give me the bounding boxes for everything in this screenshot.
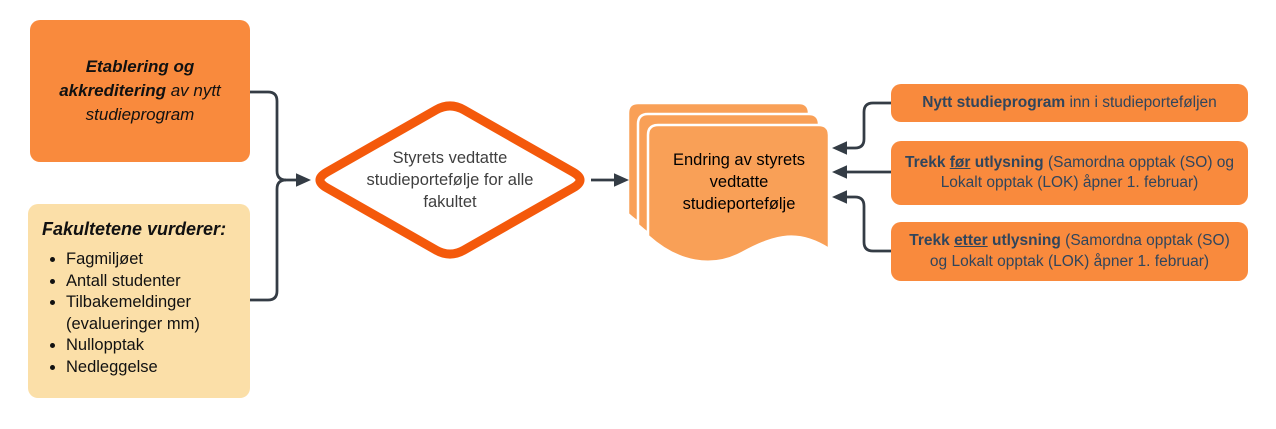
connector-right-box-1-to-document xyxy=(847,101,891,150)
list-item: Nedleggelse xyxy=(66,357,236,379)
label-segment-bold: Nytt studieprogram xyxy=(922,93,1066,111)
connector-top-left-to-diamond xyxy=(250,90,296,182)
connector-right-box-3-to-document xyxy=(847,195,891,253)
label-segment-bold: Etablering og akkreditering xyxy=(59,57,195,100)
label-segment-regular: (Samordna opptak (SO) og Lokalt opptak (… xyxy=(929,232,1230,270)
document-label-text: Endring av styrets vedtatte studieportef… xyxy=(672,151,806,213)
label-segment-regular: (Samordna opptak (SO) og Lokalt opptak (… xyxy=(940,153,1235,192)
decision-diamond-shape xyxy=(315,101,585,259)
node-trekk-etter-utlysning: Trekk etter utlysning (Samordna opptak (… xyxy=(891,222,1248,281)
list-item: Nullopptak xyxy=(66,335,236,357)
document-label: Endring av styrets vedtatte studieportef… xyxy=(664,147,814,217)
node-etablering-akkreditering: Etablering og akkreditering av nytt stud… xyxy=(30,20,250,162)
arrowhead-right-middle xyxy=(832,165,847,179)
fakultetene-heading: Fakultetene vurderer: xyxy=(42,219,227,239)
label-segment-underlined: før xyxy=(949,153,971,171)
arrowhead-right-bottom xyxy=(832,190,847,204)
arrowhead-into-diamond xyxy=(296,173,311,187)
arrowhead-right-top xyxy=(832,141,847,155)
label-segment-bold: utlysning xyxy=(987,232,1061,249)
label-segment-bold: Trekk xyxy=(909,232,955,249)
nytt-studieprogram-label: Nytt studieprogram inn i studieportefølj… xyxy=(922,93,1217,114)
arrowhead-into-document-left xyxy=(614,173,629,187)
diamond-label-text: Styrets vedtatte studieportefølje for al… xyxy=(366,149,534,211)
node-fakultetene-vurderer: Fakultetene vurderer: Fagmiljøet Antall … xyxy=(28,204,250,398)
fakultetene-bullet-list: Fagmiljøet Antall studenter Tilbakemeldi… xyxy=(42,249,236,378)
node-trekk-foer-utlysning: Trekk før utlysning (Samordna opptak (SO… xyxy=(891,141,1248,205)
connector-bottom-left-to-diamond xyxy=(250,178,287,302)
list-item: Tilbakemeldinger (evalueringer mm) xyxy=(66,292,236,335)
label-segment-bold: utlysning xyxy=(970,153,1044,171)
decision-diamond-label: Styrets vedtatte studieportefølje for al… xyxy=(360,135,540,225)
label-segment-bold: Trekk xyxy=(904,153,950,171)
node-nytt-studieprogram: Nytt studieprogram inn i studieportefølj… xyxy=(891,84,1248,122)
label-segment-regular: av nytt studieprogram xyxy=(85,81,221,124)
trekk-etter-label: Trekk etter utlysning (Samordna opptak (… xyxy=(903,231,1236,272)
label-segment-regular: inn i studieporteføljen xyxy=(1065,93,1217,111)
list-item: Fagmiljøet xyxy=(66,249,236,271)
trekk-foer-label: Trekk før utlysning (Samordna opptak (SO… xyxy=(903,153,1236,194)
node-etablering-label: Etablering og akkreditering av nytt stud… xyxy=(46,55,234,127)
label-segment-underlined: etter xyxy=(954,232,988,249)
document-page-front xyxy=(646,123,831,264)
list-item: Antall studenter xyxy=(66,271,236,293)
